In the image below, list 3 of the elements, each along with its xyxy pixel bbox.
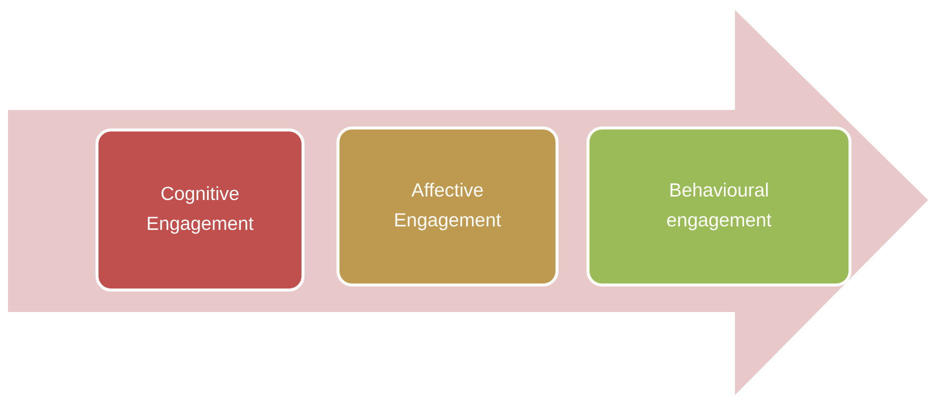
process-box: Cognitive Engagement <box>96 128 304 292</box>
process-box: Affective Engagement <box>336 126 559 286</box>
process-box: Behavioural engagement <box>586 126 852 286</box>
